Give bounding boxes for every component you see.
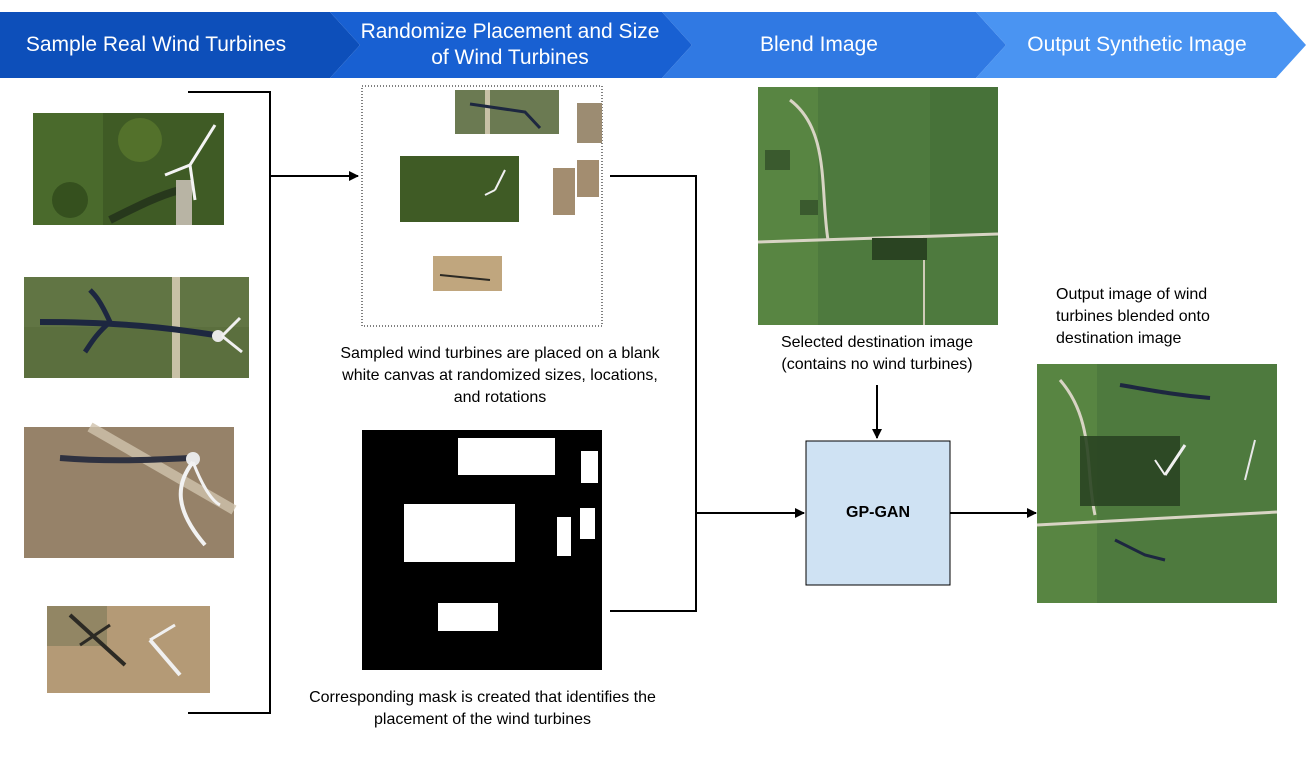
canvas-caption: Sampled wind turbines are placed on a bl… [340,345,660,406]
sample-bracket [188,91,359,714]
placed-turbine-3 [400,156,519,222]
mask-region-1 [458,438,555,475]
placement-canvas [361,85,603,327]
step-label-3: Blend Image [760,33,878,56]
gp-gan-box [805,440,951,586]
step-label-4: Output Synthetic Image [1027,33,1247,56]
merge-bracket [610,175,805,612]
step-label-1: Sample Real Wind Turbines [25,33,287,56]
chevron-banner [0,12,1306,78]
placed-turbine-1 [455,90,559,134]
mask-caption: Corresponding mask is created that ident… [309,689,656,728]
sample-image-1 [33,113,224,225]
destination-image [757,87,999,325]
mask-region-3 [404,504,515,562]
destination-caption: Selected destination image (contains no … [780,334,974,373]
placed-turbine-4 [553,168,575,215]
sample-image-4 [47,606,210,693]
chevron-step-2 [330,12,692,78]
placement-mask [362,430,602,670]
placed-turbine-6 [433,256,502,291]
output-image [1036,364,1278,603]
chevron-step-3 [662,12,1006,78]
placed-turbine-2 [577,103,602,143]
chevron-step-1 [0,12,360,78]
step-label-2: Randomize Placement and Size of Wind Tur… [360,20,660,69]
sample-image-2 [24,277,249,378]
mask-region-5 [580,508,595,539]
mask-region-6 [438,603,498,631]
chevron-step-4 [976,12,1306,78]
mask-region-2 [581,451,598,483]
gp-gan-label: GP-GAN [846,504,910,521]
sample-image-3 [24,422,237,558]
output-caption: Output image of wind turbines blended on… [1056,286,1210,347]
placed-turbine-5 [577,160,599,197]
mask-region-4 [557,517,571,556]
